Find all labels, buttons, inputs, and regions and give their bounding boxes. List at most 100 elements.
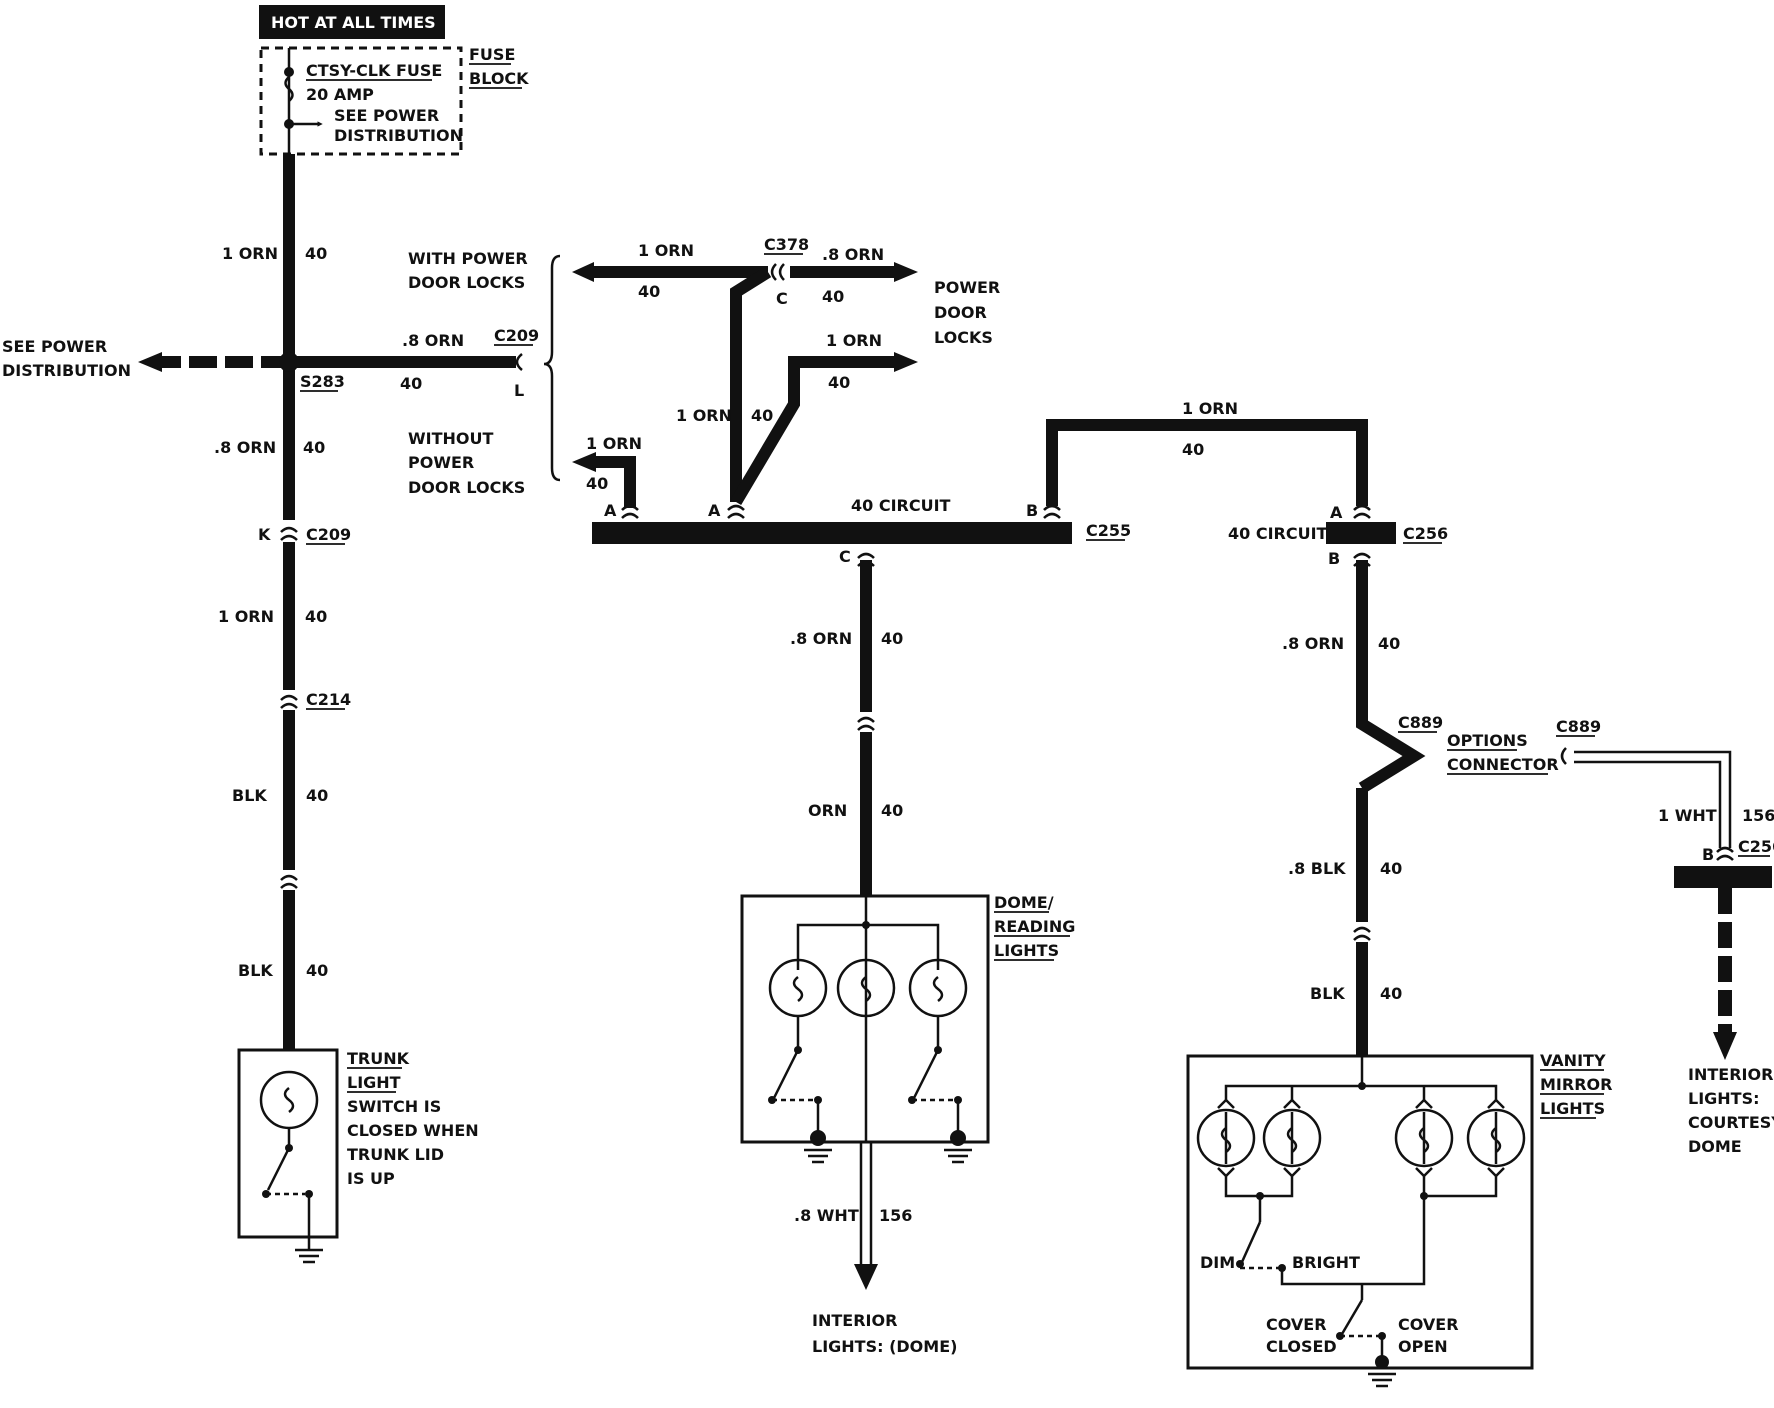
fuse-block-outline bbox=[259, 46, 463, 156]
connector-c209-pin-l: L bbox=[514, 381, 524, 400]
vanity-label-1: VANITY bbox=[1540, 1051, 1606, 1070]
courtesy-wire-size: 1 WHT bbox=[1658, 806, 1717, 825]
no-locks-stub-size: 1 ORN bbox=[586, 434, 642, 453]
courtesy-pin-b: B bbox=[1702, 845, 1714, 864]
dome-wire-2-circuit: 40 bbox=[881, 801, 903, 820]
c255-pin-b: B bbox=[1026, 501, 1038, 520]
power-locks-vert-size: 1 ORN bbox=[676, 406, 732, 425]
left-wire-1-size: 1 ORN bbox=[222, 244, 278, 263]
trunk-label-4: CLOSED WHEN bbox=[347, 1121, 479, 1140]
connector-c255-bar bbox=[592, 522, 1072, 544]
power-locks-lower-wire bbox=[730, 356, 896, 506]
hot-at-all-times-banner bbox=[259, 5, 445, 39]
connector-c255-label: C255 bbox=[1086, 521, 1131, 540]
connector-c889-label: C889 bbox=[1398, 713, 1443, 732]
connector-c889-right-label: C889 bbox=[1556, 717, 1601, 736]
courtesy-dest-3: COURTESY bbox=[1688, 1113, 1774, 1132]
courtesy-wire-hollow-1 bbox=[1574, 750, 1732, 848]
left-wire-5-size: BLK bbox=[238, 961, 273, 980]
left-wire-5-circuit: 40 bbox=[306, 961, 328, 980]
connector-c889-right bbox=[1560, 747, 1567, 765]
dome-label-2: READING bbox=[994, 917, 1075, 936]
fuse-rating: 20 AMP bbox=[306, 85, 374, 104]
fuse-name: CTSY-CLK FUSE bbox=[306, 61, 442, 80]
c209-branch-circuit: 40 bbox=[400, 374, 422, 393]
connector-c209-upper bbox=[515, 353, 523, 371]
left-wire-2-circuit: 40 bbox=[303, 438, 325, 457]
power-locks-right-size: .8 ORN bbox=[822, 245, 884, 264]
vanity-cover-open-label-2: OPEN bbox=[1398, 1337, 1448, 1356]
vanity-dim-label: DIM bbox=[1200, 1253, 1235, 1272]
no-locks-stub-circuit: 40 bbox=[586, 474, 608, 493]
options-connector-label: OPTIONS bbox=[1447, 731, 1528, 750]
trunk-switch-icon bbox=[266, 1147, 291, 1191]
power-locks-lower-circuit: 40 bbox=[828, 373, 850, 392]
vanity-wire-1-size: .8 ORN bbox=[1282, 634, 1344, 653]
vanity-light-box bbox=[1186, 1054, 1534, 1370]
dome-label-3: LIGHTS bbox=[994, 941, 1059, 960]
connector-inline-blk bbox=[280, 874, 298, 889]
c255-pin-a1: A bbox=[604, 501, 617, 520]
connector-c209-upper-label: C209 bbox=[494, 326, 539, 345]
top-run-size: 1 ORN bbox=[1182, 399, 1238, 418]
courtesy-c256-label: C256 bbox=[1738, 837, 1774, 856]
c255-pin-c: C bbox=[839, 547, 851, 566]
vanity-cover-switch-icon bbox=[1340, 1299, 1364, 1335]
connector-c378-pin: C bbox=[776, 289, 788, 308]
vanity-bulb-icon-1 bbox=[1196, 1108, 1256, 1168]
trunk-label-6: IS UP bbox=[347, 1169, 395, 1188]
dome-bulb-icon-2 bbox=[836, 958, 896, 1018]
without-power-door-locks-label-2: POWER bbox=[408, 453, 474, 472]
power-locks-lower-size: 1 ORN bbox=[826, 331, 882, 350]
options-connector-label-2: CONNECTOR bbox=[1447, 755, 1559, 774]
connector-c256-label: C256 bbox=[1403, 524, 1448, 543]
courtesy-dest-2: LIGHTS: bbox=[1688, 1089, 1760, 1108]
dome-wire-1-circuit: 40 bbox=[881, 629, 903, 648]
c256-pin-b: B bbox=[1328, 549, 1340, 568]
left-wire-4-size: BLK bbox=[232, 786, 267, 805]
power-locks-top-circuit: 40 bbox=[638, 282, 660, 301]
power-locks-vert-wire bbox=[730, 266, 772, 502]
connector-k-pin: K bbox=[258, 525, 271, 544]
vanity-wire-1 bbox=[1356, 560, 1426, 794]
dome-dest-1: INTERIOR bbox=[812, 1311, 897, 1330]
trunk-light-box bbox=[237, 1048, 339, 1239]
courtesy-dest-4: DOME bbox=[1688, 1137, 1742, 1156]
trunk-label-3: SWITCH IS bbox=[347, 1097, 441, 1116]
hot-at-all-times-label: HOT AT ALL TIMES bbox=[271, 13, 436, 32]
vanity-cover-open-label: COVER bbox=[1398, 1315, 1459, 1334]
power-door-locks-dest-3: LOCKS bbox=[934, 328, 993, 347]
vanity-wire-2-size: .8 BLK bbox=[1288, 859, 1346, 878]
top-run-wire bbox=[1046, 419, 1368, 506]
connector-c378 bbox=[770, 263, 785, 281]
vanity-bulb-icon-2 bbox=[1262, 1108, 1322, 1168]
power-door-locks-dest-2: DOOR bbox=[934, 303, 987, 322]
connector-dome-inline bbox=[857, 716, 875, 731]
without-power-door-locks-label-3: DOOR LOCKS bbox=[408, 478, 525, 497]
trunk-label-1: TRUNK bbox=[347, 1049, 410, 1068]
dome-output-circuit: 156 bbox=[879, 1206, 912, 1225]
vanity-cover-closed-label-2: CLOSED bbox=[1266, 1337, 1337, 1356]
vanity-bulb-icon-4 bbox=[1466, 1108, 1526, 1168]
left-wire-1-circuit: 40 bbox=[305, 244, 327, 263]
dome-output-size: .8 WHT bbox=[794, 1206, 859, 1225]
dome-dest-2: LIGHTS: (DOME) bbox=[812, 1337, 957, 1356]
courtesy-wire-circuit: 156 bbox=[1742, 806, 1774, 825]
with-power-door-locks-label-2: DOOR LOCKS bbox=[408, 273, 525, 292]
fuse-block-label-2: BLOCK bbox=[469, 69, 529, 88]
vanity-wire-3-size: BLK bbox=[1310, 984, 1345, 1003]
top-run-circuit: 40 bbox=[1182, 440, 1204, 459]
vanity-bulb-icon-3 bbox=[1394, 1108, 1454, 1168]
courtesy-dest-1: INTERIOR bbox=[1688, 1065, 1773, 1084]
vanity-wire-2-circuit: 40 bbox=[1380, 859, 1402, 878]
see-power-distribution-label: SEE POWER bbox=[2, 337, 107, 356]
power-locks-vert-circuit: 40 bbox=[751, 406, 773, 425]
courtesy-wire-hollow-2 bbox=[1574, 760, 1722, 848]
dome-wire-1-size: .8 ORN bbox=[790, 629, 852, 648]
splice-s283-label: S283 bbox=[300, 372, 345, 391]
left-wire-4-circuit: 40 bbox=[306, 786, 328, 805]
c256-circuit-label: 40 CIRCUIT bbox=[1228, 524, 1328, 543]
vanity-label-3: LIGHTS bbox=[1540, 1099, 1605, 1118]
left-wire-2-size: .8 ORN bbox=[214, 438, 276, 457]
